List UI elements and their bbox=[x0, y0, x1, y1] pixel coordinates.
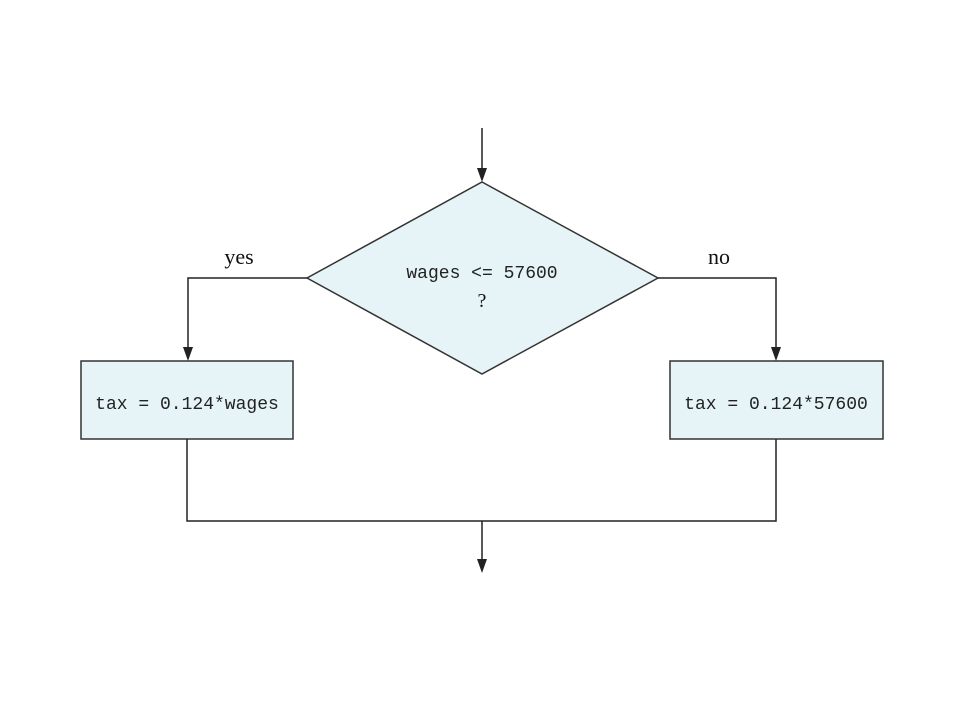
no-label: no bbox=[708, 244, 730, 269]
yes-branch-connector bbox=[183, 277, 307, 361]
entry-arrow bbox=[477, 128, 487, 182]
decision-condition: wages <= 57600 bbox=[406, 264, 557, 284]
process-box-no: tax = 0.124*57600 bbox=[669, 360, 884, 440]
exit-arrow bbox=[477, 521, 487, 573]
decision-question-mark: ? bbox=[478, 290, 487, 312]
decision-diamond: wages <= 57600 ? bbox=[305, 181, 660, 375]
process-no-text: tax = 0.124*57600 bbox=[684, 395, 868, 415]
no-branch-connector bbox=[658, 277, 781, 361]
merge-connector bbox=[186, 439, 777, 522]
process-box-yes: tax = 0.124*wages bbox=[80, 360, 294, 440]
yes-label: yes bbox=[224, 244, 253, 269]
process-yes-text: tax = 0.124*wages bbox=[95, 395, 279, 415]
